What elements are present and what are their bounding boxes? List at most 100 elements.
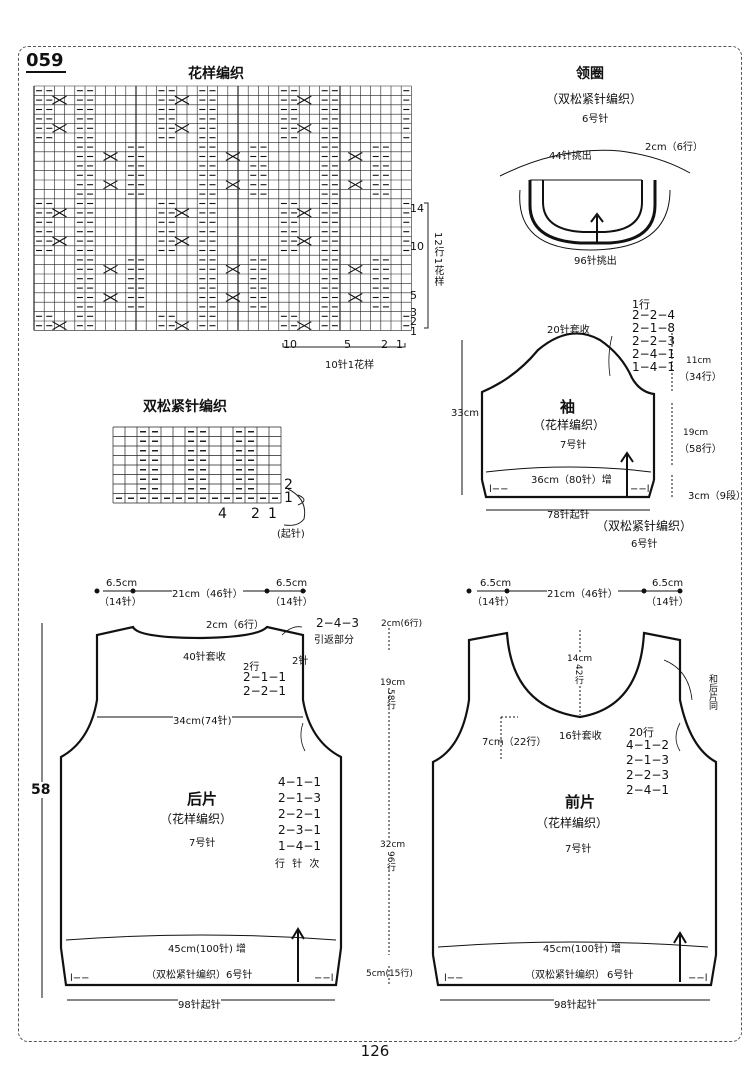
back-shoulder-left: 6.5cm xyxy=(106,578,138,589)
front-neck-offset: 7cm（22行） xyxy=(482,737,547,748)
rib-edge-mark: −−l xyxy=(688,973,708,984)
front-rib-pattern: （双松紧针编织） xyxy=(525,970,605,981)
back-needle: 7号针 xyxy=(189,838,216,849)
back-short-row-label: 引返部分 xyxy=(314,635,354,646)
back-neck-bind-off: 40针套收 xyxy=(183,652,226,663)
back-chest-width: 34cm(74针) xyxy=(173,712,232,727)
page-frame xyxy=(18,46,742,1042)
chart-col-number: 2 xyxy=(381,338,388,351)
knit-chart-grid xyxy=(33,85,412,331)
front-same-as-back: 和后片同 xyxy=(707,674,717,710)
back-neck-row: 2−1−1 xyxy=(243,670,287,684)
sleeve-decrease-row: 1行 xyxy=(632,298,650,311)
back-armhole-row: 1−4−1 xyxy=(278,839,322,853)
rib-edge-mark: l−− xyxy=(489,484,509,495)
middle-body-rows: 96行 xyxy=(385,851,395,872)
rib-start-label: (起针) xyxy=(277,529,305,540)
front-pattern: （花样编织） xyxy=(536,816,609,830)
sleeve-decrease-row: 1−4−1 xyxy=(632,360,676,374)
rib-row-number: 2 xyxy=(284,477,293,493)
back-title: 后片 xyxy=(187,790,218,808)
middle-body-height: 32cm xyxy=(380,840,406,850)
sleeve-width: 36cm（80针）增 xyxy=(531,475,612,486)
chart-row-number: 3 xyxy=(410,306,417,319)
front-neck-rows-head: 20行 xyxy=(629,726,654,739)
collar-title: 领圈 xyxy=(576,66,604,82)
sleeve-needle: 7号针 xyxy=(560,440,587,451)
collar-subtitle: （双松紧针编织） xyxy=(546,92,643,106)
front-neck-depth-rows: 42行 xyxy=(572,664,585,685)
rib-col-number: 2 xyxy=(251,506,260,522)
chart-row-number: 2 xyxy=(410,315,417,328)
sleeve-cast-on: 78针起针 xyxy=(547,510,590,521)
front-shoulder-left: 6.5cm xyxy=(480,578,512,589)
sleeve-body-height: 19cm xyxy=(683,428,709,438)
rib-chart-symbols xyxy=(116,431,278,499)
sleeve-bind-off: 20针套收 xyxy=(547,325,590,336)
front-title: 前片 xyxy=(565,793,596,811)
rib-chart-title: 双松紧针编织 xyxy=(143,399,227,415)
chart-title: 花样编织 xyxy=(188,66,244,82)
front-neck-row: 2−2−3 xyxy=(626,768,670,782)
rib-row-number: 1 xyxy=(284,490,293,506)
chart-row-number: 5 xyxy=(410,289,417,302)
back-neck-width: 21cm（46针） xyxy=(172,585,243,600)
chart-row-number: 1 xyxy=(410,325,417,338)
rib-edge-mark: l−− xyxy=(70,973,90,984)
middle-top-depth: 2cm(6行) xyxy=(381,619,423,629)
sleeve-decrease-row: 2−4−1 xyxy=(632,347,676,361)
front-neck-depth: 14cm xyxy=(567,654,593,664)
back-hem-width: 45cm(100针) 增 xyxy=(168,944,247,955)
knit-chart-symbols xyxy=(36,90,410,331)
sleeve-decrease-row: 2−2−3 xyxy=(632,334,676,348)
front-hem-width: 45cm(100针) 增 xyxy=(543,944,622,955)
middle-rib-height: 5cm(15行) xyxy=(366,969,413,979)
rib-edge-mark: l−− xyxy=(444,973,464,984)
sleeve-body-rows: （58行） xyxy=(679,444,722,455)
front-shoulder-left-sts: （14针） xyxy=(472,597,515,608)
rib-row-arrow xyxy=(283,488,306,526)
back-legend: 行 针 次 xyxy=(275,859,322,870)
chart-row-repeat: 12行1花样 xyxy=(432,232,443,288)
sleeve-title: 袖 xyxy=(560,398,576,416)
back-armhole-row: 2−3−1 xyxy=(278,823,322,837)
back-pattern: （花样编织） xyxy=(160,812,233,826)
chart-col-number: 10 xyxy=(283,338,297,351)
collar-pickup-top: 44针挑出 xyxy=(549,151,592,162)
rib-col-number: 4 xyxy=(218,506,227,522)
middle-armhole-height: 19cm xyxy=(380,678,406,688)
back-shoulder-left-sts: （14针） xyxy=(99,597,142,608)
rib-chart-grid xyxy=(112,426,282,504)
chart-col-number: 5 xyxy=(344,338,351,351)
back-armhole-row: 2−2−1 xyxy=(278,807,322,821)
sleeve-diagram xyxy=(461,332,673,511)
front-shoulder-right: 6.5cm xyxy=(652,578,684,589)
collar-needle: 6号针 xyxy=(582,114,609,125)
chart-col-repeat: 10针1花样 xyxy=(325,360,375,371)
collar-diagram xyxy=(499,149,691,251)
back-total-height: 58 xyxy=(31,782,51,798)
sleeve-rib-needle: 6号针 xyxy=(631,539,658,550)
chart-row-bracket xyxy=(424,202,429,329)
back-armhole-row: 2−1−3 xyxy=(278,791,322,805)
sleeve-cap-rows: （34行） xyxy=(679,372,722,383)
back-neck-sts: 2针 xyxy=(292,656,309,667)
back-cast-on: 98针起针 xyxy=(178,996,221,1011)
front-shoulder-right-sts: （14针） xyxy=(646,597,689,608)
front-rib-needle: 6号针 xyxy=(607,970,634,981)
front-neck-row: 2−1−3 xyxy=(626,753,670,767)
sleeve-decrease-row: 2−1−8 xyxy=(632,321,676,335)
sleeve-decrease-row: 2−2−4 xyxy=(632,308,676,322)
front-neck-width: 21cm（46针） xyxy=(547,585,618,600)
front-cast-on: 98针起针 xyxy=(554,996,597,1011)
rib-edge-mark: −−l xyxy=(314,973,334,984)
chart-col-bracket xyxy=(282,343,406,348)
front-neck-bind-off: 16针套收 xyxy=(559,731,602,742)
sleeve-pattern: （花样编织） xyxy=(533,418,606,432)
front-needle: 7号针 xyxy=(565,844,592,855)
back-neck-rows-head: 2行 xyxy=(243,662,260,673)
middle-armhole-rows: 58行 xyxy=(385,689,395,710)
chart-row-number: 14 xyxy=(410,202,424,215)
rib-col-number: 1 xyxy=(268,506,277,522)
